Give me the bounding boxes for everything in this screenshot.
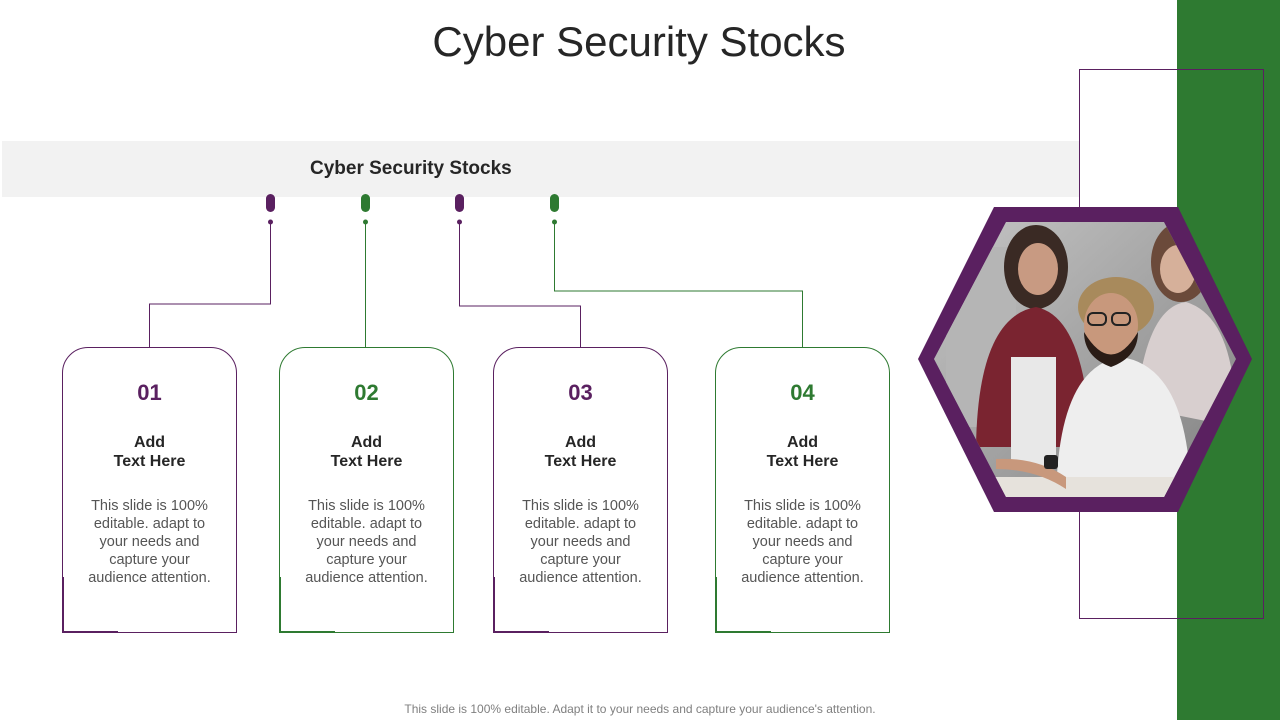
card-accent — [493, 577, 549, 633]
card-number: 01 — [137, 380, 162, 405]
team-photo-icon — [918, 207, 1252, 512]
card-heading: Add Text Here — [330, 434, 403, 470]
card-number: 04 — [790, 380, 815, 405]
card-heading: Add Text Here — [113, 434, 186, 470]
card-body: This slide is 100% editable. adapt to yo… — [741, 498, 864, 586]
card-body: This slide is 100% editable. adapt to yo… — [519, 498, 642, 586]
footer-note: This slide is 100% editable. Adapt it to… — [404, 702, 876, 716]
card-body: This slide is 100% editable. adapt to yo… — [88, 498, 211, 586]
pin-03 — [455, 194, 581, 347]
card-02: 02 Add Text Here This slide is 100% edit… — [279, 347, 454, 633]
card-heading: Add Text Here — [544, 434, 617, 470]
pin-01 — [149, 194, 275, 347]
card-03: 03 Add Text Here This slide is 100% edit… — [493, 347, 668, 633]
card-number: 03 — [568, 380, 593, 405]
card-body: This slide is 100% editable. adapt to yo… — [305, 498, 428, 586]
card-accent — [62, 577, 118, 633]
header-band — [2, 141, 1079, 197]
band-label: Cyber Security Stocks — [310, 158, 512, 179]
card-heading: Add Text Here — [766, 434, 839, 470]
card-01: 01 Add Text Here This slide is 100% edit… — [62, 347, 237, 633]
pin-04 — [550, 194, 803, 347]
card-04: 04 Add Text Here This slide is 100% edit… — [715, 347, 890, 633]
page-title: Cyber Security Stocks — [432, 18, 846, 65]
card-accent — [279, 577, 335, 633]
card-number: 02 — [354, 380, 379, 405]
pin-02 — [361, 194, 370, 347]
card-accent — [715, 577, 771, 633]
